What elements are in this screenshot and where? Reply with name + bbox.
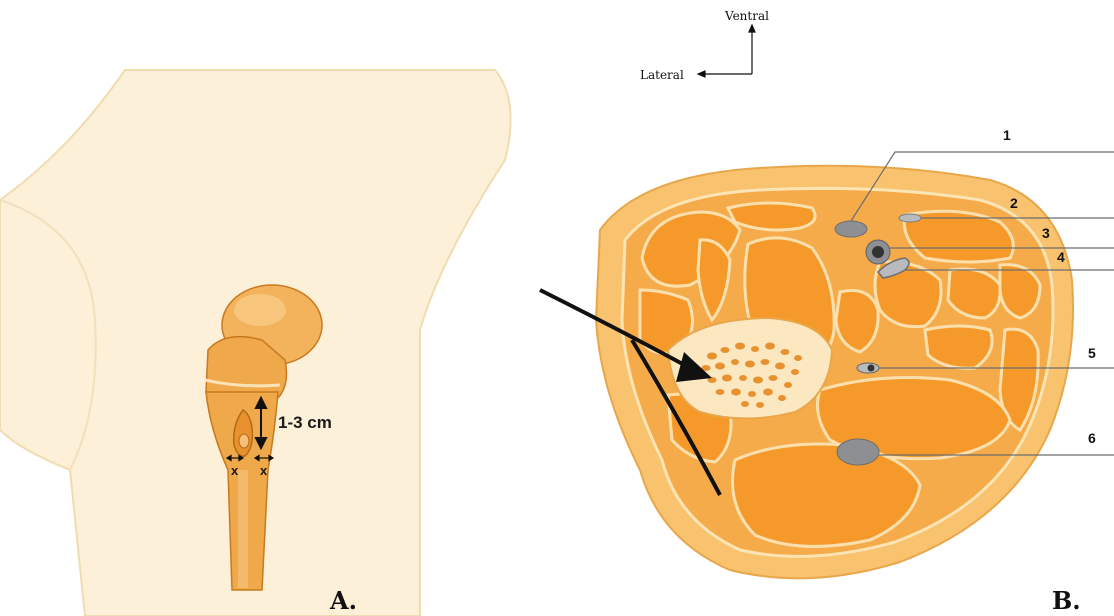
marker-6: 6 [1088,430,1096,446]
x-left-label: x [231,463,239,478]
x-right-label: x [260,463,268,478]
marker-1: 1 [1003,127,1011,143]
marker-5: 5 [1088,345,1096,361]
femoral-head-highlight [234,294,286,326]
panel-b: 1 2 3 4 5 6 B. [540,127,1114,615]
structure-1 [835,221,867,237]
measurement-label: 1-3 cm [278,413,332,432]
panel-b-label: B. [1052,586,1081,615]
lateral-arrowhead [698,71,705,77]
cortical-window-hole [239,434,249,448]
ventral-arrowhead [749,25,755,32]
lateral-label: Lateral [640,68,684,82]
shaft-highlight [238,470,248,588]
ventral-label: Ventral [724,9,769,23]
panel-a: 1-3 cm x x A. [0,70,511,616]
orientation-compass: Ventral Lateral [640,9,769,82]
structure-2 [899,214,921,222]
marker-2: 2 [1010,195,1018,211]
muscle-10 [925,326,992,368]
muscle-8 [948,269,1000,318]
structure-5-inner [868,365,875,372]
panel-a-label: A. [329,586,357,615]
structure-6 [837,439,879,465]
structure-3-inner [872,246,884,258]
marker-4: 4 [1057,249,1065,265]
marker-3: 3 [1042,225,1050,241]
